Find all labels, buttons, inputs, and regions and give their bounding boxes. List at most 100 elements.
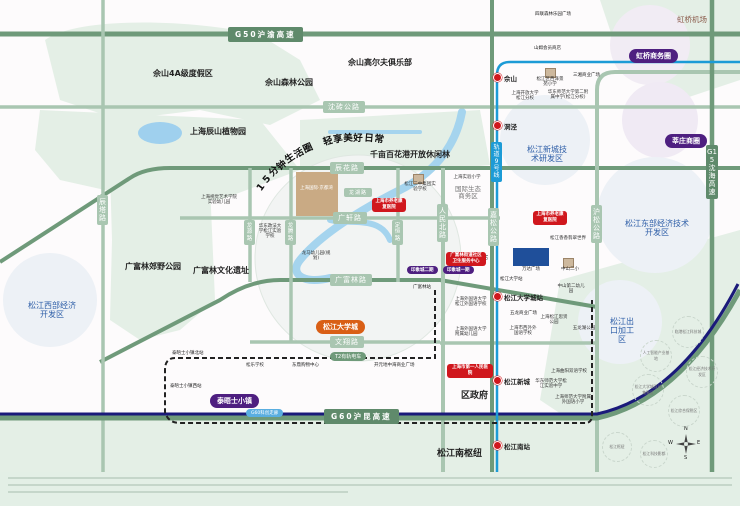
metro-xincheng[interactable]: 松江新城 <box>493 376 530 386</box>
longteng-road-label: 龙腾路 <box>285 220 296 245</box>
west-dev-zone: 松江西部经济开发区 <box>28 301 76 319</box>
school-ecupl: 华东政法大学松江实验学校 <box>258 224 282 239</box>
tram-station-thames-w: 泰晤士小镇西站 <box>170 384 202 389</box>
metro-icon <box>493 121 502 130</box>
jiasong-road-label: 嘉松公路 <box>488 208 499 247</box>
tram-station-guangfulin: 广富林站 <box>413 285 431 290</box>
univ-town-badge: 松江大学城 <box>316 320 365 334</box>
school-longma-kg: 龙马幼儿园(规划) <box>301 251 331 261</box>
metro-icon <box>493 441 502 450</box>
school-sj-primary: 松江区西泽景苑小学 <box>536 77 564 87</box>
guangfulin-park: 广富林郊野公园 <box>125 262 181 271</box>
guangfulin-heritage: 广富林文化遗址 <box>193 266 249 275</box>
sheshan-golf: 佘山高尔夫俱乐部 <box>348 58 412 67</box>
hongqiao-cbd-badge: 虹桥商务圈 <box>629 49 678 63</box>
industry-ring: 松江科技影都 <box>640 440 668 468</box>
compass-e: E <box>697 440 701 446</box>
school-open-univ: 上海开放大学松江分校 <box>511 91 539 101</box>
east-dev-circle <box>597 157 713 273</box>
wuyong-plaza: 五龙商业广场 <box>510 311 537 316</box>
husong-road-label: 沪松公路 <box>591 205 602 244</box>
dongjing-center: 东鼎购物中心 <box>292 363 319 368</box>
first-people-hospital: 上海市第一人民医院 <box>447 364 493 378</box>
station-name: 松江新城 <box>504 378 530 386</box>
sj-lake-park: 上海松江思贤公园 <box>540 315 568 325</box>
disclaimer-panel <box>0 472 740 506</box>
station-name: 洞泾 <box>504 123 517 131</box>
tram-t2-line <box>164 290 593 424</box>
project-plot <box>296 172 338 216</box>
industry-ring: 临港松江科技城 <box>672 316 704 348</box>
metro-dongjing[interactable]: 洞泾 <box>493 121 517 131</box>
dingheng-road-label: 定恒路 <box>392 220 403 245</box>
yinxiang-phase1: 印象城一期 <box>443 266 474 274</box>
tram-station-thames-n: 泰晤士小镇北站 <box>172 351 204 356</box>
g60-expressway <box>0 283 740 416</box>
school-songle: 松乐学校 <box>246 363 264 368</box>
metro-univ-town[interactable]: 松江大学城站 <box>493 292 543 302</box>
export-zone: 松江出口加工区 <box>610 317 634 344</box>
univ-hospital: 上海市养老康复医院 <box>372 198 406 212</box>
metro-icon <box>493 376 502 385</box>
south-hub: 松江南枢纽 <box>437 449 483 459</box>
g50-label: G50沪渝高速 <box>228 27 303 42</box>
thames-town-badge: 泰晤士小镇 <box>210 394 259 408</box>
school-dongbei: 华东师范大学松江实验中学 <box>535 379 567 389</box>
line9-label: 轨道9号线 <box>491 142 502 183</box>
metro-sheshan[interactable]: 佘山 <box>493 73 517 83</box>
school-experimental: 上海实验小学 <box>453 175 481 180</box>
renminbei-road-label: 人民北路 <box>437 204 448 243</box>
school-zhongshan2: 中山二小 <box>561 267 579 272</box>
kaiyuan-plaza: 开元地中海商业广场 <box>374 363 415 368</box>
sheshan-forest: 佘山森林公园 <box>265 78 313 87</box>
school-zhongshan-kg: 中山第二幼儿园 <box>557 284 585 294</box>
eco-business-zone: 国际生态商务区 <box>455 185 481 201</box>
metro-south[interactable]: 松江南站 <box>493 441 530 451</box>
t2-tram-label: T2有轨电车 <box>330 352 367 361</box>
disclaimer-text-line <box>8 484 732 486</box>
industry-ring: 松江经济技术开发区 <box>686 356 718 388</box>
metro-icon <box>493 292 502 301</box>
yinxiang-phase2: 印象城二期 <box>407 266 438 274</box>
project-name: 上海国际·京都湾 <box>300 186 333 191</box>
school-shnu-kg: 上海外国语大学附属幼儿园 <box>455 327 487 337</box>
tech-rd-zone: 松江新城技术研发区 <box>527 145 567 163</box>
disclaimer-text-line <box>8 477 732 479</box>
station-name: 松江南站 <box>504 443 530 451</box>
wanda-icon <box>513 248 549 266</box>
compass-icon <box>676 434 696 454</box>
g15-label: G15沈海高速 <box>706 145 718 200</box>
xiangxiang-world: 松江香香翡翠世界 <box>550 236 586 241</box>
school-xiwai: 上海市西外外国语学校 <box>509 326 537 336</box>
industry-ring: 松江综合保税区 <box>668 395 700 427</box>
compass-w: W <box>668 440 673 446</box>
sanxiang-plaza: 三湘商业广场 <box>573 73 600 78</box>
school-shnu-foreign: 上海师范大学附属外国语小学 <box>555 395 591 405</box>
school-visual-arts-kg: 上海视觉艺术学院实验幼儿园 <box>201 195 237 205</box>
hongqiao-cbd-zone <box>610 5 690 85</box>
shenzhuan-road-label: 沈砖公路 <box>323 101 365 113</box>
east-dev-zone: 松江东部经济技术开发区 <box>625 219 689 237</box>
chenta-road-label: 辰塔路 <box>97 195 108 226</box>
g60-corridor-label: G60科创走廊 <box>246 409 284 417</box>
chenhua-road-label: 辰花路 <box>330 162 364 174</box>
school-yuyang: 上海曲阳双语学校 <box>551 369 587 374</box>
school-sj2-middle: 松江二中集团实验学校 <box>404 182 436 192</box>
industry-ring: 松江大学城双创集聚区 <box>632 374 664 406</box>
school-icon <box>545 68 556 78</box>
chenshan-garden: 上海辰山植物园 <box>190 127 246 136</box>
wanda-plaza: 万达广场 <box>522 267 540 272</box>
compass-n: N <box>684 426 688 432</box>
guangxuan-road-label: 广轩路 <box>333 212 367 224</box>
rehab-hospital: 上海市养老康复医院 <box>533 211 567 225</box>
tech-zone-circle <box>500 95 590 185</box>
chenshan-lake <box>138 122 182 144</box>
school-icon <box>413 174 424 184</box>
baihuagang-forest: 千亩百花港开放休闲林 <box>370 150 450 159</box>
wulong-park: 五龙湖公园 <box>572 326 596 331</box>
district-gov: 区政府 <box>461 391 489 401</box>
school-icon <box>563 258 574 268</box>
west-dev-circle <box>3 253 97 347</box>
industry-ring: 松江枢纽 <box>602 432 632 462</box>
